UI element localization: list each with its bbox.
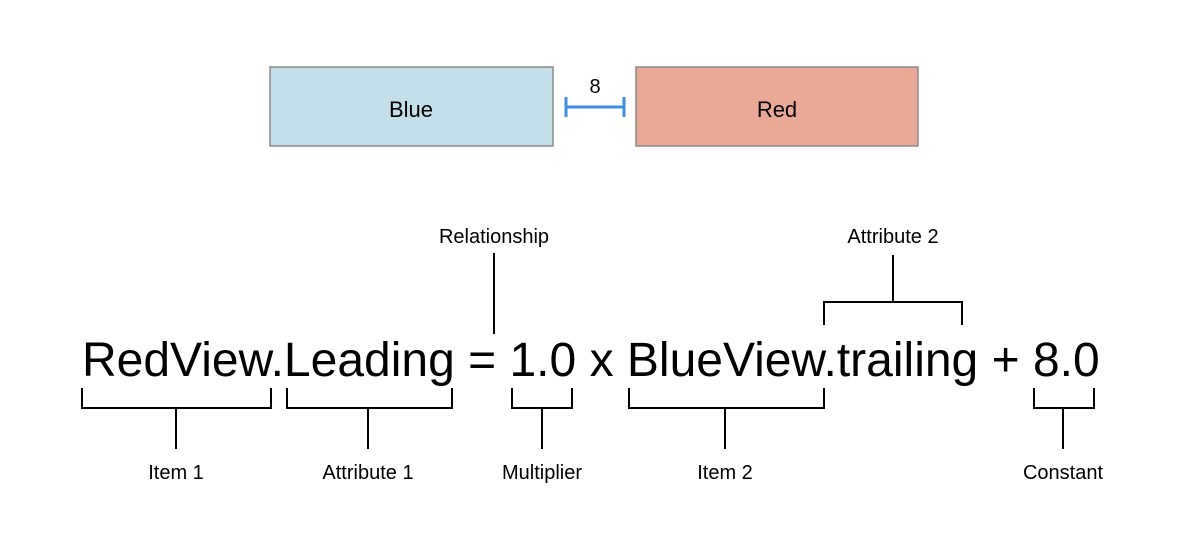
constraint-equation: RedView.Leading = 1.0 x BlueView.trailin… <box>82 334 1100 387</box>
multiplier-label: Multiplier <box>502 462 582 484</box>
item2-callout: Item 2 <box>628 388 825 484</box>
blue-view-label: Blue <box>389 97 433 122</box>
equation-attribute1: Leading <box>284 334 455 387</box>
attribute2-bracket <box>823 255 963 325</box>
item1-callout: Item 1 <box>81 388 272 484</box>
attribute1-bracket <box>286 388 453 449</box>
attribute1-callout: Attribute 1 <box>286 388 453 484</box>
item1-bracket <box>81 388 272 449</box>
equation-relation: = <box>468 334 496 387</box>
red-view-box <box>635 66 919 147</box>
multiplier-bracket <box>511 388 573 449</box>
blue-view-box <box>269 66 554 147</box>
equation-times: x <box>590 334 614 387</box>
equation-multiplier: 1.0 <box>509 334 576 387</box>
equation-plus: + <box>992 334 1020 387</box>
red-view-label: Red <box>757 97 797 122</box>
item1-label: Item 1 <box>148 462 204 484</box>
relationship-callout: Relationship <box>439 226 549 334</box>
equation-constant: 8.0 <box>1033 334 1100 387</box>
blue-view: Blue <box>269 66 554 147</box>
equation-attribute2: trailing <box>837 334 978 387</box>
constant-label: Constant <box>1023 462 1103 484</box>
equation-item1: RedView. <box>82 334 284 387</box>
red-view: Red <box>635 66 919 147</box>
item2-bracket <box>628 388 825 449</box>
relationship-label: Relationship <box>439 226 549 248</box>
multiplier-callout: Multiplier <box>502 388 582 484</box>
attribute1-label: Attribute 1 <box>322 462 413 484</box>
equation-item2: BlueView. <box>627 334 837 387</box>
spacing-indicator: 8 <box>564 76 626 117</box>
constant-bracket <box>1033 388 1095 449</box>
spacing-label: 8 <box>589 76 600 98</box>
item2-label: Item 2 <box>697 462 753 484</box>
attribute2-callout: Attribute 2 <box>823 226 963 325</box>
constant-callout: Constant <box>1023 388 1103 484</box>
attribute2-label: Attribute 2 <box>847 226 938 248</box>
